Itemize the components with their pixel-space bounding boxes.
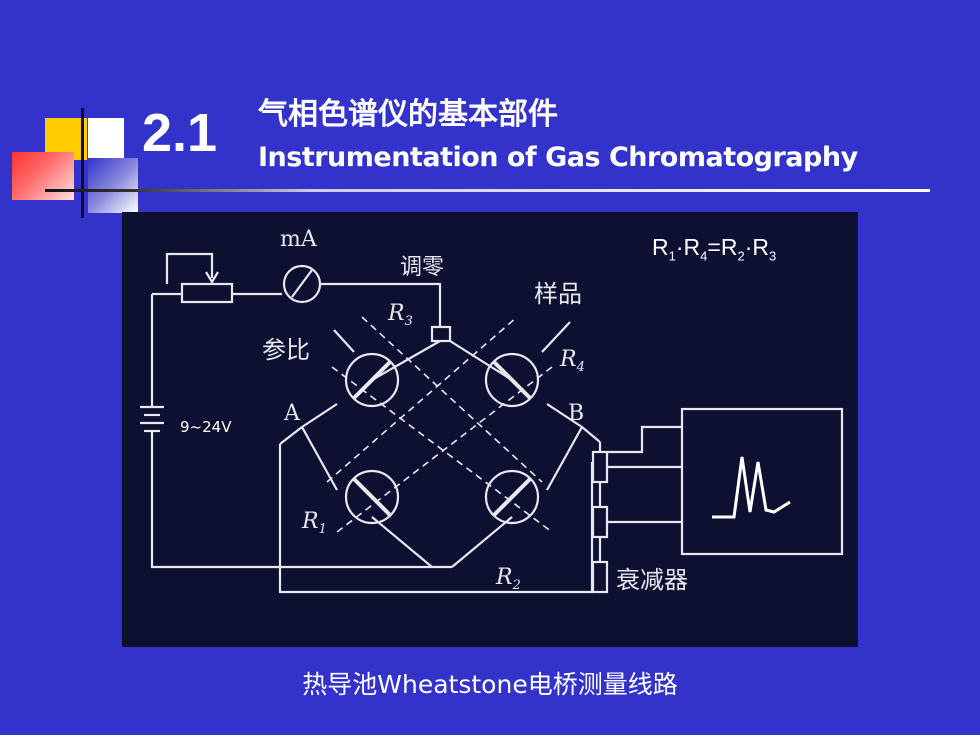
decor-white-square bbox=[88, 118, 124, 160]
label-reference: 参比 bbox=[262, 336, 310, 364]
title-underline bbox=[45, 189, 930, 192]
figure-caption: 热导池Wheatstone电桥测量线路 bbox=[302, 670, 678, 699]
decor-vertical-line bbox=[81, 108, 84, 218]
wheatstone-bridge-figure: mA 调零 样品 参比 9~24V A B R3 R4 R1 R2 衰减器 R1… bbox=[122, 212, 858, 647]
decor-blue-square bbox=[88, 158, 138, 213]
label-attenuator: 衰减器 bbox=[616, 566, 688, 594]
label-voltage: 9~24V bbox=[180, 418, 232, 436]
label-r3: R3 bbox=[387, 301, 413, 329]
circuit-diagram: mA 调零 样品 参比 9~24V A B R3 R4 R1 R2 衰减器 bbox=[140, 227, 844, 594]
label-r4: R4 bbox=[559, 347, 585, 375]
label-r1: R1 bbox=[301, 509, 327, 537]
slide-title-english: Instrumentation of Gas Chromatography bbox=[258, 142, 858, 173]
label-node-a: A bbox=[283, 401, 301, 426]
slide-title-chinese: 气相色谱仪的基本部件 bbox=[258, 97, 558, 132]
label-sample: 样品 bbox=[534, 280, 582, 308]
label-node-b: B bbox=[568, 401, 584, 426]
label-r2: R2 bbox=[495, 565, 521, 593]
label-zero-adjust: 调零 bbox=[400, 255, 444, 280]
section-number: 2.1 bbox=[142, 103, 218, 163]
bridge-balance-formula: R1·R4=R2·R3 bbox=[652, 234, 777, 264]
decor-red-square bbox=[12, 152, 74, 200]
label-ma: mA bbox=[280, 227, 318, 252]
